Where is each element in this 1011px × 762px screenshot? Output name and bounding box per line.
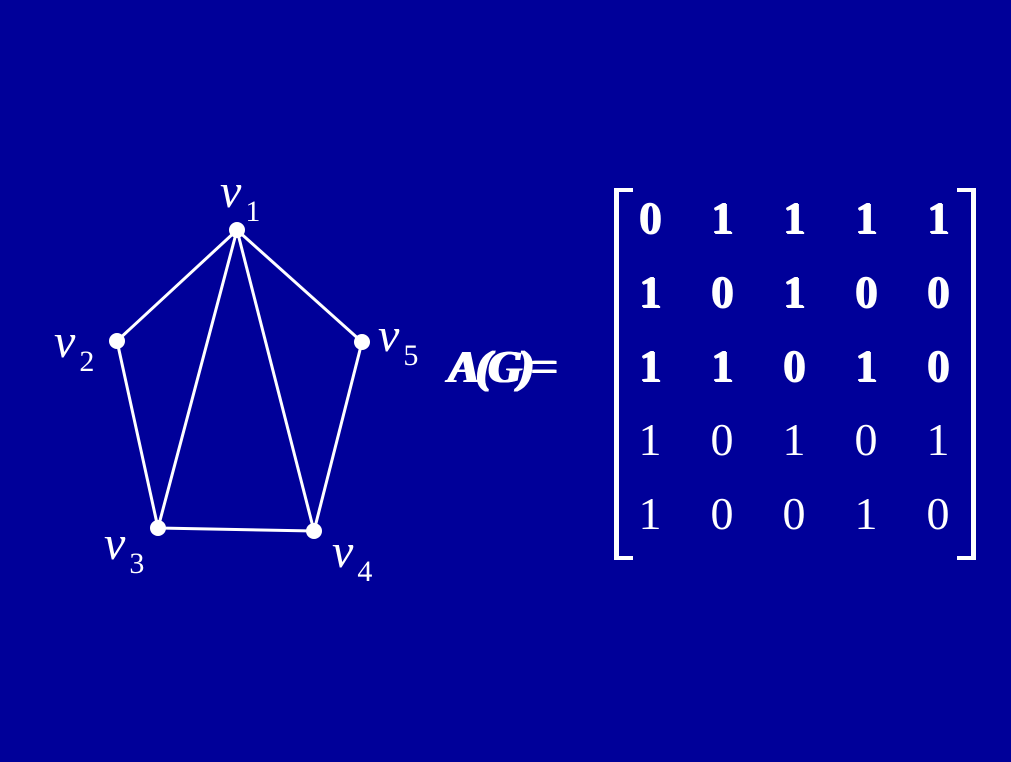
matrix-cell-r5-c1: 1 (638, 488, 662, 539)
vertex-v4 (306, 523, 322, 539)
vertex-letter: v (332, 525, 354, 578)
vertex-subscript: 3 (129, 547, 145, 580)
vertex-subscript: 4 (357, 555, 373, 588)
matrix-cell-r2-c1: 1 (638, 266, 662, 317)
matrix-cell-r4-c3: 1 (782, 414, 806, 465)
vertex-v2 (109, 333, 125, 349)
matrix-cell-r3-c3: 0 (782, 340, 806, 391)
edge-v1-v3 (156, 229, 239, 529)
matrix-cell-r3-c4: 1 (854, 340, 878, 391)
matrix-cell-r2-c4: 0 (854, 266, 878, 317)
vertex-letter: v (220, 165, 242, 218)
matrix-right-bracket (957, 188, 976, 560)
edge-v2-v3 (115, 340, 160, 529)
edge-v1-v5 (235, 228, 364, 344)
vertex-v1 (229, 222, 245, 238)
graph-edges (115, 228, 364, 533)
matrix-cell-r5-c4: 1 (854, 488, 878, 539)
matrix-cell-r4-c2: 0 (710, 414, 734, 465)
vertex-v3 (150, 520, 166, 536)
matrix-cell-r2-c5: 0 (926, 266, 950, 317)
edge-v1-v2 (115, 228, 239, 343)
matrix-cell-r4-c5: 1 (926, 414, 950, 465)
matrix-cell-r4-c4: 0 (854, 414, 878, 465)
vertex-letter: v (54, 315, 76, 368)
matrix-cell-r1-c2: 1 (710, 192, 734, 243)
matrix-cell-r1-c1: 0 (638, 192, 662, 243)
matrix-cell-r2-c2: 0 (710, 266, 734, 317)
matrix-cell-r3-c1: 1 (638, 340, 662, 391)
matrix-cell-r3-c2: 1 (710, 340, 734, 391)
edge-v4-v5 (312, 341, 364, 532)
matrix-cell-r5-c5: 0 (926, 488, 950, 539)
vertex-v5 (354, 334, 370, 350)
vertex-subscript: 2 (79, 345, 95, 378)
vertex-subscript: 1 (245, 195, 261, 228)
vertex-letter: v (104, 517, 126, 570)
edge-v3-v4 (157, 526, 315, 533)
matrix-cell-r1-c5: 1 (926, 192, 950, 243)
vertex-letter: v (378, 309, 400, 362)
vertex-subscript: 5 (403, 339, 419, 372)
matrix-cell-r4-c1: 1 (638, 414, 662, 465)
matrix-left-bracket (614, 188, 633, 560)
matrix-cell-r5-c3: 0 (782, 488, 806, 539)
matrix-cell-r2-c3: 1 (782, 266, 806, 317)
graph-vertices (109, 222, 370, 539)
matrix-cell-r3-c5: 0 (926, 340, 950, 391)
matrix-label: A(G)= (448, 341, 557, 392)
matrix-cell-r1-c3: 1 (782, 192, 806, 243)
edge-v1-v4 (235, 229, 316, 532)
matrix-cell-r1-c4: 1 (854, 192, 878, 243)
matrix-cell-r5-c2: 0 (710, 488, 734, 539)
